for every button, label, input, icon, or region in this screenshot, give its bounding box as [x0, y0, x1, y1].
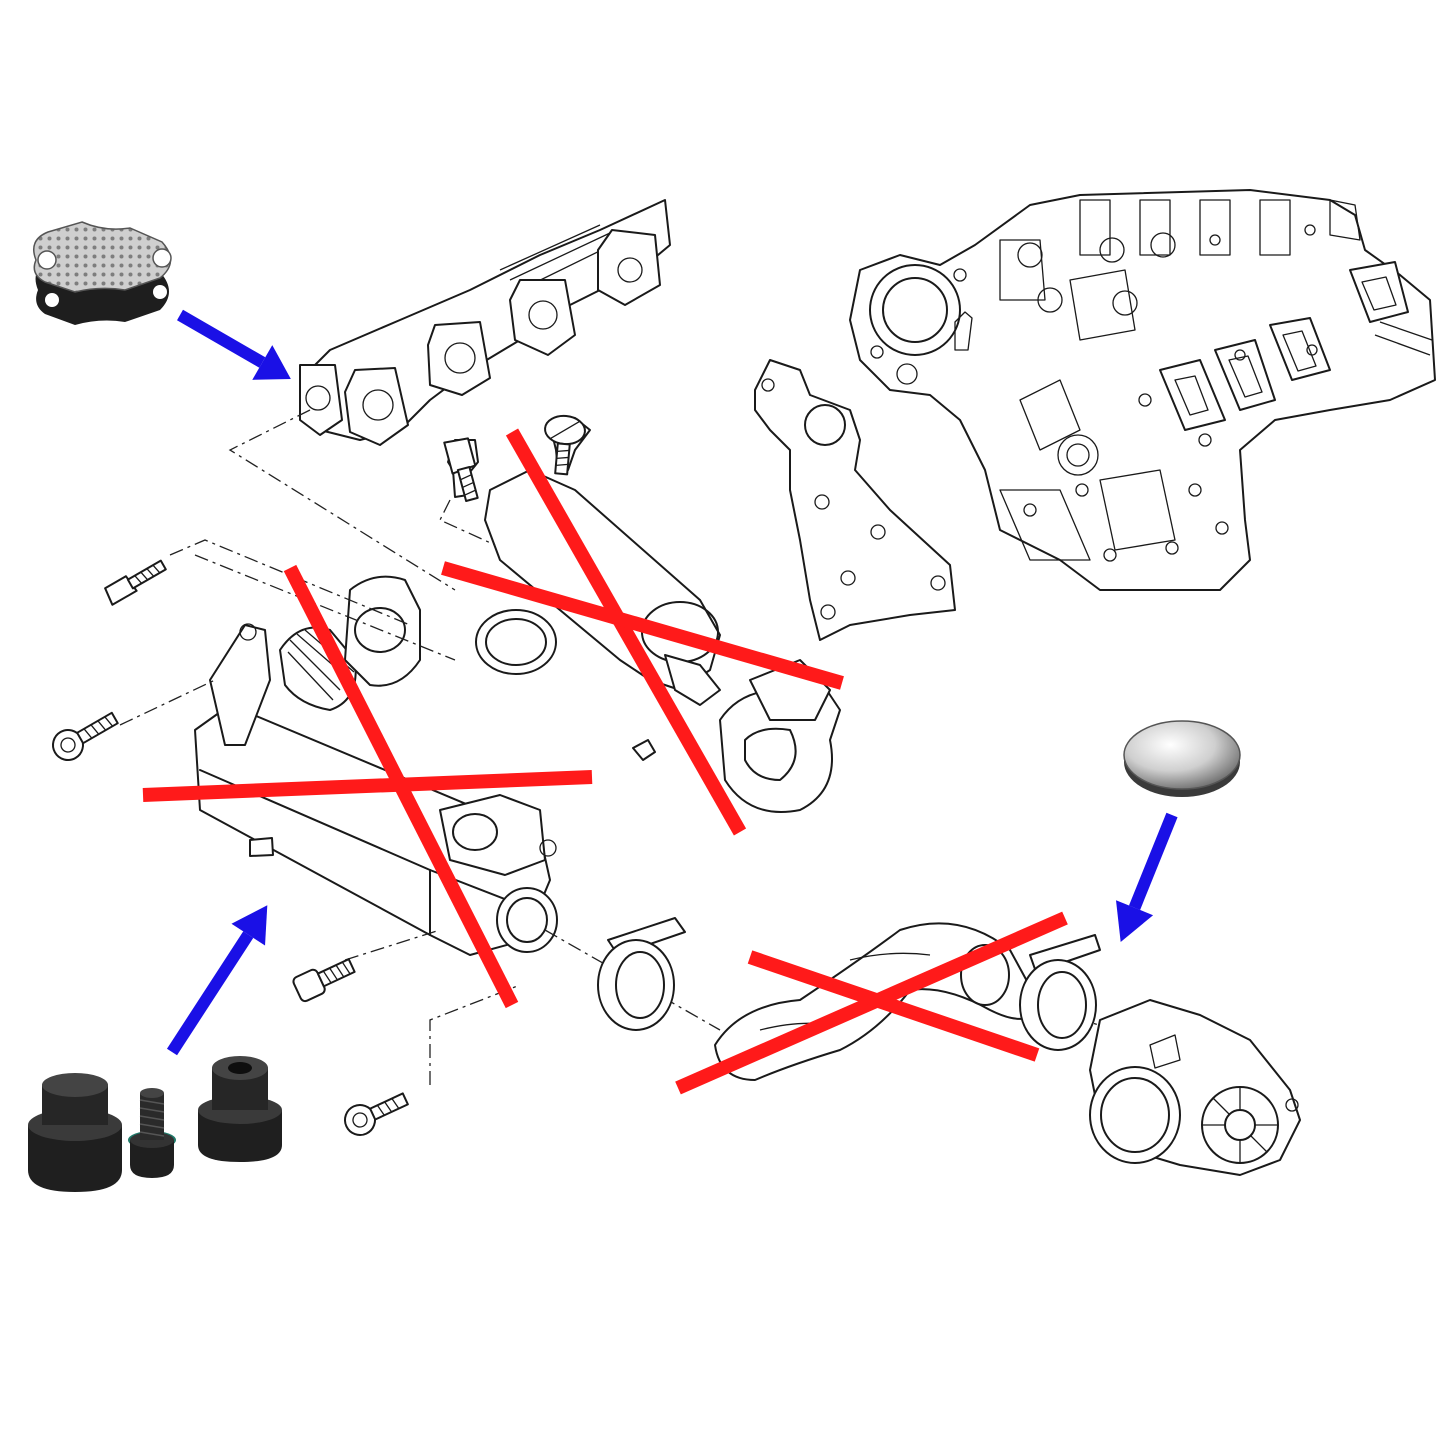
- bolt-icon: [104, 559, 167, 606]
- remove-marks: [142, 428, 1068, 1095]
- cooler-leader-line: [169, 539, 411, 626]
- blanking-cap-icon: [1123, 720, 1241, 797]
- pipe-leader-line: [439, 499, 496, 546]
- engine-block-drawing: [849, 189, 1436, 591]
- blanking-plug-icon: [28, 1056, 282, 1192]
- egr-valve-drawing: [1089, 999, 1301, 1176]
- bolt-icon: [443, 437, 479, 502]
- hose-clamp-drawing: [597, 917, 1101, 1051]
- egr-cooler-drawing: [194, 575, 558, 956]
- x-mark: [747, 950, 1040, 1062]
- gasket-bracket-drawing: [754, 359, 956, 641]
- bolt-icon: [292, 958, 356, 1003]
- cooler-leader-line-2: [119, 679, 216, 726]
- manifold-leader-line: [228, 409, 456, 591]
- coolant-pipe-drawing: [447, 417, 841, 813]
- bolt-icon: [544, 414, 586, 476]
- pointer-arrows: [166, 309, 1178, 1056]
- blanking-plate-icon: [33, 221, 172, 325]
- bolt-icon: [52, 711, 119, 761]
- x-mark: [441, 561, 844, 690]
- arrow-icon: [1115, 812, 1178, 943]
- cooler-leader-line-3: [194, 554, 456, 661]
- arrow-icon: [177, 309, 291, 380]
- x-mark: [142, 770, 593, 802]
- arrow-icon: [166, 905, 268, 1056]
- bolt-icons: [52, 414, 586, 1136]
- bolt-icon: [344, 1092, 409, 1136]
- manifold-drawing: [299, 199, 671, 446]
- x-mark: [505, 428, 747, 836]
